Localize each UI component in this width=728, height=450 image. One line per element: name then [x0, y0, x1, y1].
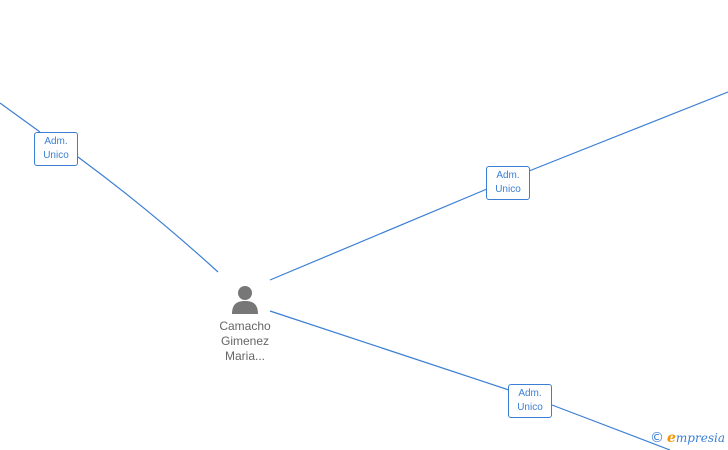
edge-to-top-right-company — [528, 91, 728, 172]
role-line-2: Unico — [43, 150, 69, 161]
edge-person-to-bottom-right-role — [269, 310, 510, 391]
edge-person-to-top-left-role — [77, 156, 219, 273]
person-icon — [232, 286, 258, 314]
person-node[interactable]: Camacho Gimenez Maria... — [205, 284, 285, 364]
person-name-line-1: Camacho — [219, 319, 271, 333]
brand-initial: e — [667, 430, 676, 446]
copyright-icon: © — [650, 430, 664, 446]
role-badge-bottom-right[interactable]: Adm. Unico — [508, 384, 552, 418]
role-line-1: Adm. — [496, 170, 520, 181]
role-badge-top-right[interactable]: Adm. Unico — [486, 166, 530, 200]
role-line-1: Adm. — [518, 388, 542, 399]
edge-to-top-left-company — [0, 102, 41, 133]
role-line-1: Adm. — [44, 136, 68, 147]
role-line-2: Unico — [495, 184, 521, 195]
brand-watermark: © empresia — [650, 428, 725, 448]
edge-to-bottom-right-company — [551, 404, 671, 450]
role-line-2: Unico — [517, 402, 543, 413]
brand-name-rest: mpresia — [675, 431, 725, 445]
person-name-line-2: Gimenez — [220, 334, 270, 348]
brand-logo: empresia — [667, 430, 725, 446]
edge-person-to-top-right-role — [269, 188, 488, 281]
person-name: Camacho Gimenez Maria... — [205, 319, 285, 364]
person-name-line-3: Maria... — [224, 349, 265, 363]
role-badge-top-left[interactable]: Adm. Unico — [34, 132, 78, 166]
